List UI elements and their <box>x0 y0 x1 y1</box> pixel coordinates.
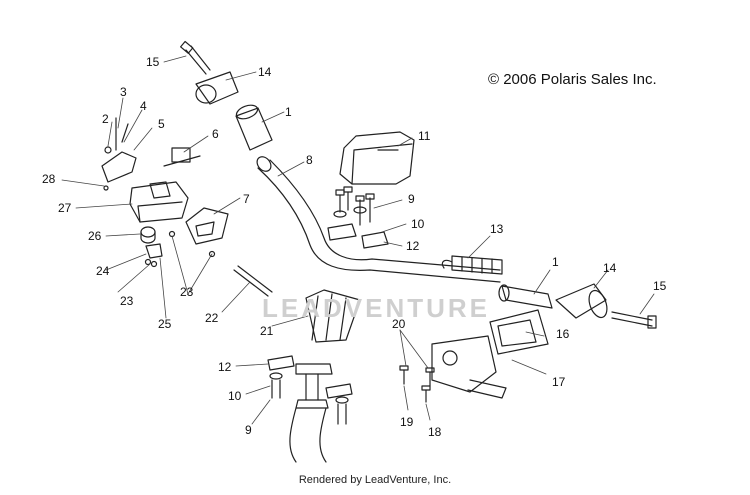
small-screws <box>399 365 435 403</box>
grip-13 <box>441 255 503 275</box>
grip-left <box>235 104 273 151</box>
callout: 18 <box>428 425 442 439</box>
end-cap-right <box>555 283 608 319</box>
callout: 19 <box>400 415 414 429</box>
callout: 23 <box>120 294 134 308</box>
callout: 13 <box>490 222 504 236</box>
callout: 21 <box>260 324 274 338</box>
grip-right <box>498 284 553 309</box>
callout: 17 <box>552 375 566 389</box>
mount-block <box>305 289 361 343</box>
callout: 26 <box>88 229 102 243</box>
leader-lines <box>61 55 655 425</box>
cable <box>233 265 273 297</box>
callout: 5 <box>158 117 165 131</box>
bar-pad <box>339 131 415 185</box>
callout: 1 <box>552 255 559 269</box>
callout: 6 <box>212 127 219 141</box>
callout: 15 <box>653 279 667 293</box>
callout-labels: 15 14 1 3 2 4 5 6 8 11 28 27 9 7 10 26 1… <box>42 55 667 439</box>
callout: 7 <box>243 192 250 206</box>
callout: 9 <box>245 423 252 437</box>
bolt-right <box>611 311 657 329</box>
callout: 10 <box>228 389 242 403</box>
callout: 3 <box>120 85 127 99</box>
small-fasteners <box>103 185 216 268</box>
callout: 2 <box>102 112 109 126</box>
copyright-notice: © 2006 Polaris Sales Inc. <box>488 71 657 88</box>
bolt-upper <box>179 40 211 75</box>
callout: 4 <box>140 99 147 113</box>
handlebar-tube <box>256 156 501 283</box>
callout: 24 <box>96 264 110 278</box>
callout: 27 <box>58 201 72 215</box>
rendered-by-footer: Rendered by LeadVenture, Inc. <box>298 474 452 486</box>
callout: 9 <box>408 192 415 206</box>
callout: 16 <box>556 327 570 341</box>
cover-plate <box>185 207 229 245</box>
clamp-upper <box>327 186 389 249</box>
callout: 25 <box>158 317 172 331</box>
callout: 8 <box>306 153 313 167</box>
callout: 12 <box>218 360 232 374</box>
watermark: LEADVENTURE <box>262 293 491 323</box>
master-cylinder <box>431 309 549 399</box>
bracket <box>101 117 137 183</box>
callout: 14 <box>258 65 272 79</box>
callout: 23 <box>180 285 194 299</box>
callout: 10 <box>411 217 425 231</box>
end-cap-upper <box>195 71 239 105</box>
clip <box>163 147 201 167</box>
callout: 20 <box>392 317 406 331</box>
callout: 11 <box>418 129 431 143</box>
riser-stem <box>267 355 353 463</box>
callout: 12 <box>406 239 420 253</box>
callout: 1 <box>285 105 292 119</box>
knob <box>140 226 156 244</box>
switch-housing <box>129 181 189 223</box>
callout: 28 <box>42 172 56 186</box>
callout: 14 <box>603 261 617 275</box>
callout: 22 <box>205 311 219 325</box>
callout: 15 <box>146 55 160 69</box>
